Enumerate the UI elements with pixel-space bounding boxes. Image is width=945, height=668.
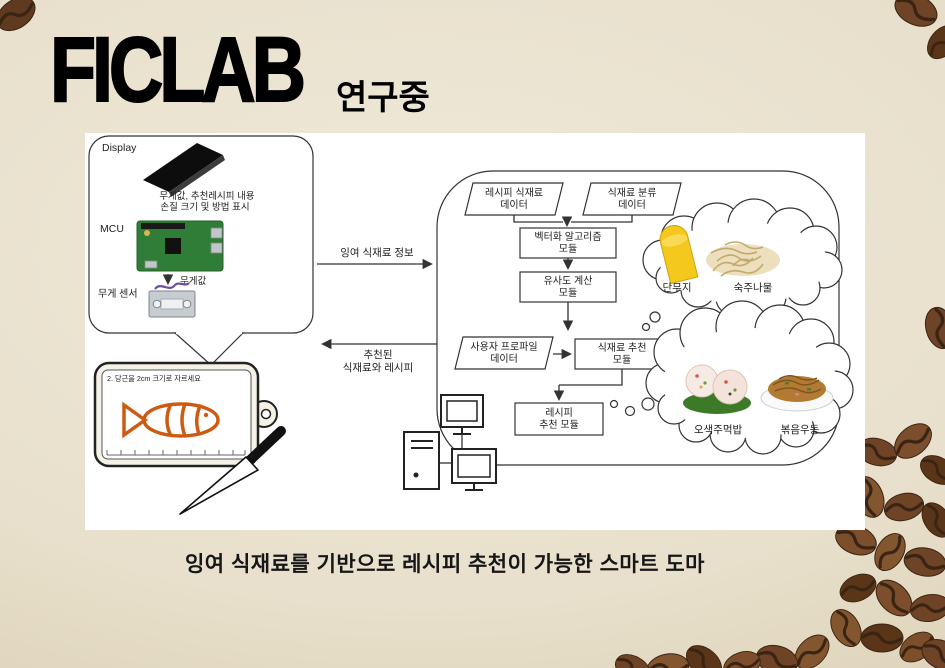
node-label: 식재료 분류 — [608, 187, 657, 199]
coffee-bean — [906, 589, 945, 627]
raspberry-pi-image — [136, 220, 224, 272]
riceballs-image — [683, 364, 751, 414]
node-label: 벡터화 알고리즘 — [534, 231, 601, 243]
diagram-panel: Display 무게값, 추천레시피 내용 손질 크기 및 방법 표시 MCU — [85, 133, 865, 530]
recommended-arrow: 추천된 식재료와 레시피 — [321, 338, 437, 374]
computer-network-icon — [403, 394, 497, 491]
node-recipe-ingredient-data: 레시피 식재료 데이터 — [464, 182, 564, 216]
coffee-bean — [900, 542, 945, 582]
bean-sprouts-image — [706, 241, 780, 277]
node-user-profile-data: 사용자 프로파일 데이터 — [454, 336, 554, 370]
mcu-label: MCU — [100, 223, 124, 235]
node-recipe-rec-module: 레시피 추천 모듈 — [514, 402, 604, 436]
node-label: 추천 모듈 — [539, 419, 579, 431]
coffee-bean — [879, 487, 929, 527]
recommended-label-line1: 추천된 — [364, 349, 393, 361]
display-desc-line1: 무게값, 추천레시피 내용 — [159, 190, 255, 202]
node-label: 모듈 — [613, 354, 631, 366]
node-vectorize-module: 벡터화 알고리즘 모듈 — [519, 227, 617, 259]
node-label: 모듈 — [559, 287, 577, 299]
coffee-bean — [822, 602, 870, 654]
flowchart: 레시피 식재료 데이터 식재료 분류 데이터 벡터화 알고리즘 모듈 — [454, 182, 682, 436]
fish-drawing — [122, 401, 220, 439]
page-subtitle: 연구중 — [336, 79, 430, 117]
thought-bubble-dot — [649, 311, 661, 323]
surplus-info-arrow: 잉여 식재료 정보 — [317, 247, 433, 270]
coffee-bean — [919, 302, 945, 354]
device-box: Display 무게값, 추천레시피 내용 손질 크기 및 방법 표시 MCU — [88, 135, 314, 366]
node-label: 레시피 식재료 — [485, 187, 543, 199]
recipe-label-udon: 볶음우동 — [781, 424, 820, 436]
coffee-bean — [888, 0, 944, 35]
ingredient-label-sprouts: 숙주나물 — [734, 282, 773, 294]
node-similarity-module: 유사도 계산 모듈 — [519, 271, 617, 303]
display-label: Display — [102, 142, 137, 154]
coffee-bean — [0, 0, 43, 40]
surplus-info-label: 잉여 식재료 정보 — [340, 247, 414, 259]
weight-sensor-label: 무게 센서 — [98, 288, 138, 300]
load-cell-image — [148, 282, 196, 318]
node-ingredient-rec-module: 식재료 추천 모듈 — [574, 338, 670, 370]
ruler-marks — [106, 450, 246, 456]
danmuji-image — [659, 225, 699, 285]
node-label: 식재료 추천 — [598, 342, 647, 354]
thought-bubble-dot — [641, 397, 655, 411]
ingredient-label-danmuji: 단무지 — [663, 282, 692, 294]
display-desc-line2: 손질 크기 및 방법 표시 — [160, 201, 249, 213]
slide-caption: 잉여 식재료를 기반으로 레시피 추천이 가능한 스마트 도마 — [184, 553, 706, 576]
coffee-bean — [913, 448, 945, 492]
node-ingredient-class-data: 식재료 분류 데이터 — [582, 182, 682, 216]
recipe-label-riceballs: 오색주먹밥 — [694, 424, 743, 436]
thought-bubble-dot — [641, 322, 651, 332]
page-title: FICLAB — [49, 19, 307, 121]
display-image — [143, 143, 225, 197]
thought-cloud-recipes: 오색주먹밥 볶음우동 — [609, 300, 854, 455]
thought-bubble-dot — [609, 399, 619, 409]
recommended-label-line2: 식재료와 레시피 — [343, 362, 414, 374]
node-label: 데이터 — [500, 199, 528, 211]
node-label: 레시피 — [545, 407, 573, 419]
node-label: 모듈 — [559, 243, 577, 255]
coffee-bean — [718, 645, 766, 668]
udon-image — [760, 375, 834, 412]
node-label: 데이터 — [618, 199, 646, 211]
coffee-bean — [867, 571, 921, 625]
node-label: 데이터 — [490, 353, 518, 365]
thought-bubble-dot — [624, 405, 636, 417]
coffee-bean — [643, 648, 693, 668]
knife-illustration — [179, 426, 286, 515]
coffee-bean — [859, 622, 905, 654]
board-instruction: 2. 당근을 2cm 크기로 자르세요 — [107, 374, 201, 383]
node-label: 유사도 계산 — [544, 275, 593, 287]
speech-bubble-tail — [173, 331, 245, 366]
thought-cloud-ingredients: 단무지 숙주나물 — [641, 198, 843, 332]
cutting-board-illustration: 2. 당근을 2cm 크기로 자르세요 — [93, 361, 278, 468]
node-label: 사용자 프로파일 — [470, 341, 537, 353]
